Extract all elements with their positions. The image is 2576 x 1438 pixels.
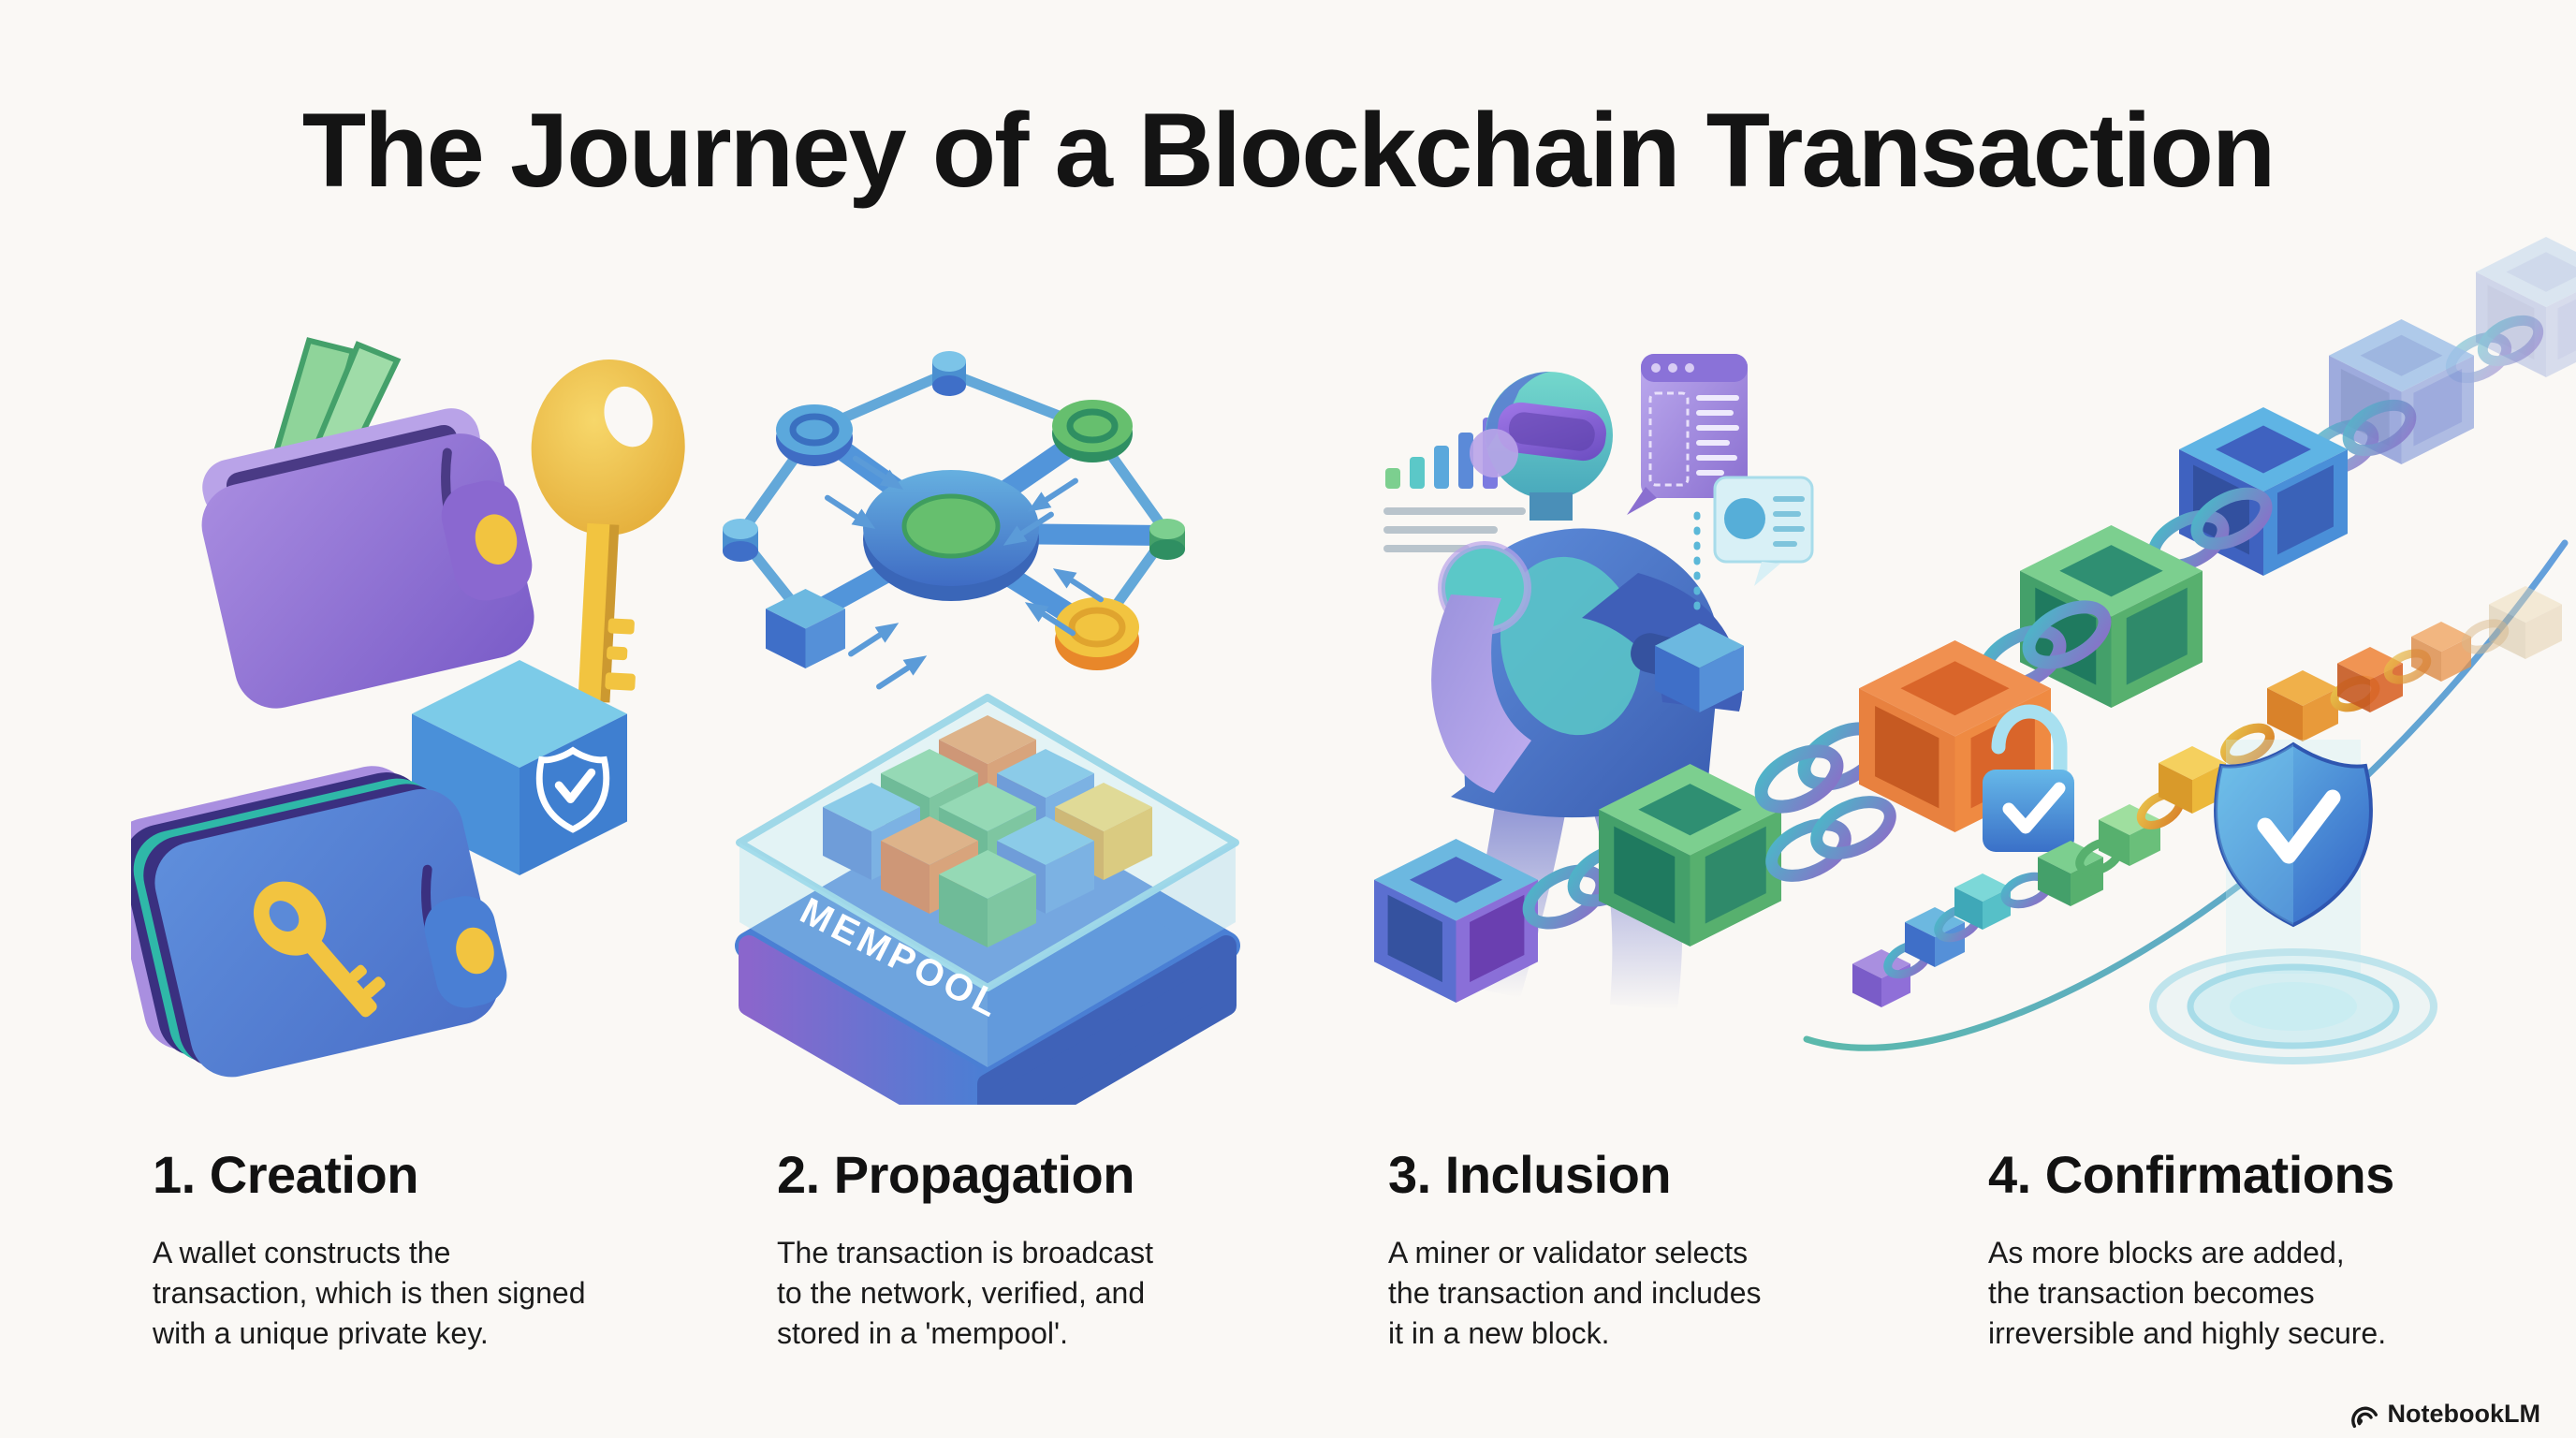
confirmations-illustration (1754, 237, 2576, 1064)
shield-check-icon (535, 746, 610, 833)
notebooklm-logo-icon (2350, 1406, 2378, 1429)
step-heading: 2. Propagation (777, 1145, 1134, 1204)
network-node (1052, 400, 1133, 462)
creation-illustration (131, 337, 685, 1078)
padlock-check-icon (1983, 704, 2074, 852)
step-heading: 3. Inclusion (1388, 1145, 1672, 1204)
network-node (1149, 519, 1185, 560)
mempool-glass (736, 694, 1239, 1067)
wallet-with-key-icon (131, 766, 507, 1078)
step-description: A miner or validator selects the transac… (1388, 1236, 1762, 1350)
inclusion-illustration (1374, 354, 1896, 1010)
page-title: The Journey of a Blockchain Transaction (301, 92, 2276, 209)
ripple-rings (2149, 948, 2437, 1064)
flow-line (1803, 539, 2569, 1051)
validator-robot-icon (1431, 372, 1743, 1010)
step-heading: 1. Creation (153, 1145, 418, 1204)
step-creation: 1. Creation A wallet constructs the tran… (153, 1144, 714, 1354)
step-description: A wallet constructs the transaction, whi… (153, 1236, 586, 1350)
step-heading: 4. Confirmations (1988, 1145, 2394, 1204)
security-shield-icon (2149, 740, 2437, 1064)
step-description: As more blocks are added, the transactio… (1988, 1236, 2387, 1350)
step-propagation: 2. Propagation The transaction is broadc… (777, 1144, 1339, 1354)
signed-block-icon (412, 660, 627, 875)
network-node (776, 404, 853, 466)
confirmation-chain-icon (1852, 586, 2562, 1007)
network-node (723, 519, 758, 562)
mempool-icon: MEMPOOL (735, 694, 1240, 1105)
key-emblem-icon (253, 881, 386, 1018)
network-node (932, 351, 966, 396)
coin-icon (1055, 597, 1139, 670)
robot-left-arm (1431, 594, 1531, 793)
blockchain-icon (1374, 764, 1896, 1003)
step-description: The transaction is broadcast to the netw… (777, 1236, 1153, 1350)
message-card-icon (1713, 476, 1814, 586)
code-window-icon (1627, 354, 1748, 515)
blockchain-icon (1754, 237, 2576, 852)
robot-head (1470, 372, 1613, 521)
watermark: NotebookLM (2347, 1399, 2540, 1429)
p2p-network-icon (723, 351, 1185, 697)
step-inclusion: 3. Inclusion A miner or validator select… (1388, 1144, 1950, 1354)
private-key-icon (531, 360, 685, 703)
notebooklm-wordmark: NotebookLM (2387, 1399, 2540, 1428)
wallet-icon (201, 337, 534, 709)
step-confirmations: 4. Confirmations As more blocks are adde… (1988, 1144, 2550, 1354)
propagation-illustration: MEMPOOL (723, 351, 1240, 1105)
